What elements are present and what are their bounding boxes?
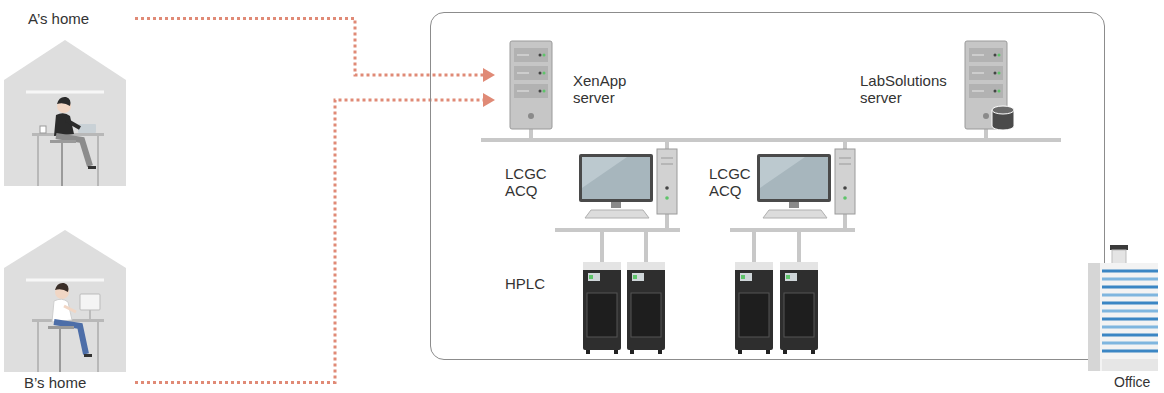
node-label: B’s home [24,374,86,391]
hplc-unit [627,262,665,354]
computer-icon [577,148,681,220]
network-wire [481,129,1061,263]
dotted-line [135,100,485,383]
hplc-instruments [583,262,818,354]
window-stripes [1102,271,1158,351]
hplc-unit [735,262,773,354]
node-label: LabSolutions server [860,72,958,106]
home-illustration [4,36,126,188]
node-label: LCGC ACQ [709,165,755,199]
node-label: XenApp server [573,72,635,106]
arrow-head [483,93,495,107]
node-box: A’s home [0,6,135,188]
instrument-label: HPLC [505,275,545,292]
remote-connection [135,93,495,383]
node-box: B’s home [0,226,135,393]
hplc-unit [583,262,621,354]
server-icon [509,40,553,130]
arrow-head [483,68,495,82]
dotted-line [135,19,485,76]
node-box: LCGC ACQ [503,148,683,222]
remote-connection [135,19,495,83]
node-box: LabSolutions server [856,40,1016,135]
office-network-panel: Office XenApp server LabSolutions server [430,12,1105,360]
home-illustration [4,226,126,372]
node-box: LCGC ACQ [681,148,861,222]
office-building [1088,243,1158,373]
node-label: A’s home [28,10,89,27]
node-box: XenApp server [495,40,685,135]
server-icon [964,40,1016,132]
node-label: Office [1114,374,1150,391]
computer-icon [755,148,859,220]
hplc-unit [780,262,818,354]
node-label: LCGC ACQ [505,165,555,199]
